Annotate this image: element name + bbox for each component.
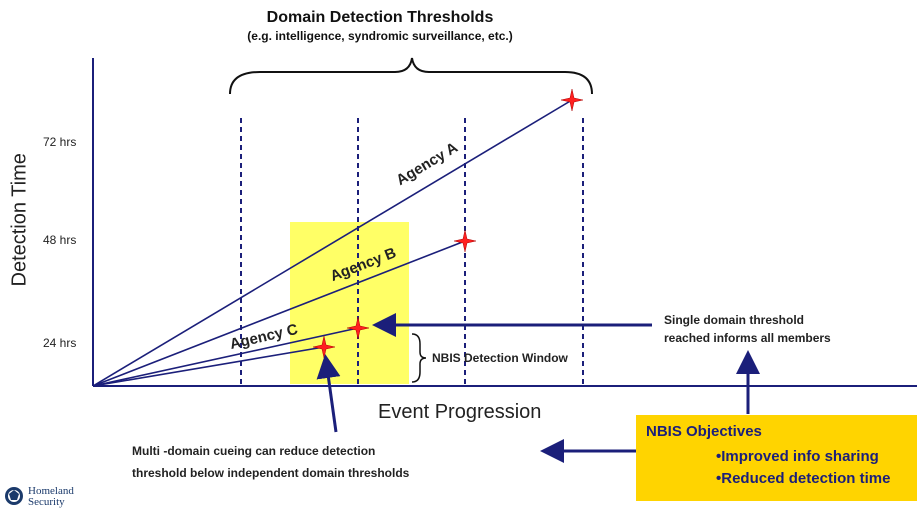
logo-line2: Security	[28, 496, 65, 508]
y-tick-24: 24 hrs	[43, 336, 77, 350]
multi-domain-note-line1: Multi -domain cueing can reduce detectio…	[132, 444, 376, 458]
y-axis-label: Detection Time	[8, 153, 31, 287]
y-tick-48: 48 hrs	[43, 233, 77, 247]
nbis-detection-window	[290, 222, 409, 384]
single-domain-note-line2: reached informs all members	[664, 331, 831, 345]
objectives-heading: NBIS Objectives	[646, 423, 762, 440]
dhs-seal-icon	[5, 487, 23, 505]
multi-domain-arrow	[316, 354, 341, 433]
multi-domain-note: Multi -domain cueing can reduce detectio…	[132, 440, 409, 484]
threshold-brace	[229, 57, 593, 95]
x-axis-label: Event Progression	[378, 401, 542, 423]
multi-domain-line	[92, 346, 325, 387]
nbis-objectives-box: NBIS Objectives •Improved info sharing •…	[636, 415, 917, 501]
y-tick-72: 72 hrs	[43, 135, 77, 149]
threshold-star-b	[453, 229, 477, 253]
objective-item: •Reduced detection time	[716, 470, 891, 487]
logo-line1: Homeland	[28, 485, 74, 497]
nbis-window-label: NBIS Detection Window	[432, 351, 568, 365]
diagram-title: Domain Detection Thresholds	[266, 9, 494, 26]
agency-a-line	[92, 99, 573, 387]
threshold-star-c	[346, 316, 370, 340]
objective-item: •Improved info sharing	[716, 448, 879, 465]
single-domain-note-line1: Single domain threshold	[664, 313, 805, 327]
multi-domain-note-line2: threshold below independent domain thres…	[132, 466, 410, 480]
single-domain-note: Single domain threshold reached informs …	[664, 311, 831, 347]
agency-c-line	[92, 327, 359, 387]
diagram-subtitle: (e.g. intelligence, syndromic surveillan…	[247, 29, 513, 43]
threshold-star-a	[560, 88, 584, 112]
window-brace	[411, 333, 427, 383]
agency-b-line	[92, 240, 466, 387]
homeland-security-logo: Homeland Security	[28, 486, 74, 508]
